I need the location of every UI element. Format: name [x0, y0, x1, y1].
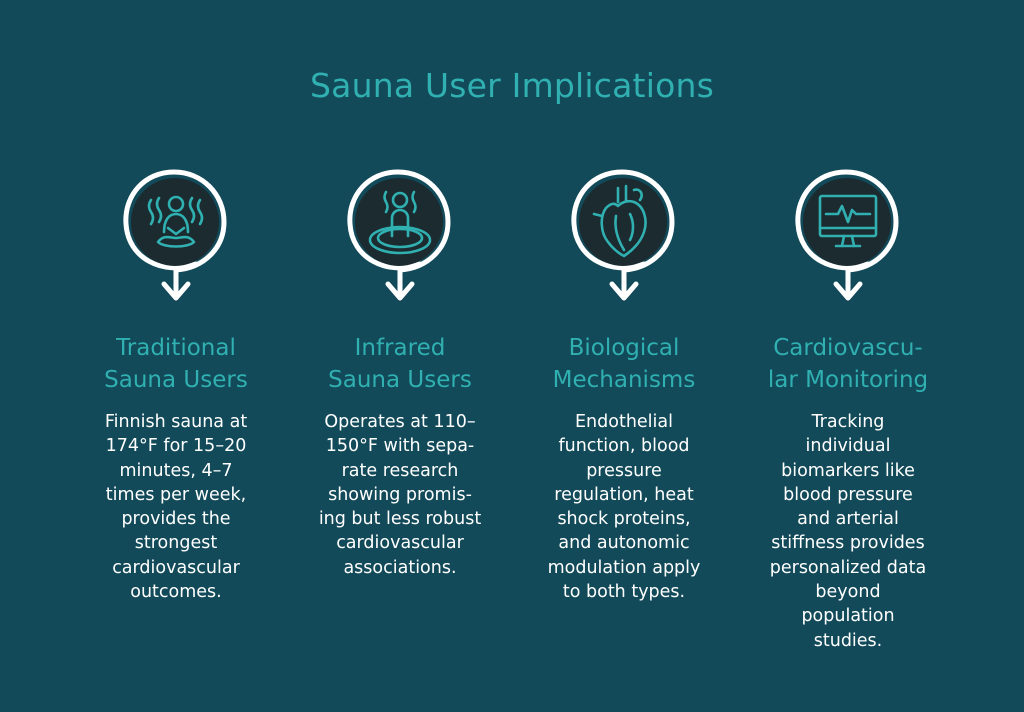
- person-meditating-heat-icon: [123, 169, 227, 301]
- heart-anatomy-icon: [571, 169, 675, 301]
- icon-badge: [511, 158, 737, 308]
- card-heading: Traditional Sauna Users: [104, 335, 248, 393]
- card-heading: Cardiovascu- lar Monitoring: [767, 335, 929, 393]
- card-biological-mechanisms: Biological Mechanisms Endothelial functi…: [511, 158, 737, 604]
- icon-badge: [287, 158, 513, 308]
- card-description: Tracking individual biomarkers like bloo…: [769, 412, 927, 651]
- heart-monitor-icon: [795, 169, 899, 301]
- card-infrared-sauna: Infrared Sauna Users Operates at 110– 15…: [287, 158, 513, 580]
- card-description: Endothelial function, blood pressure reg…: [547, 412, 701, 603]
- card-traditional-sauna: Traditional Sauna Users Finnish sauna at…: [63, 158, 289, 604]
- person-infrared-heat-icon: [347, 169, 451, 301]
- card-heading: Biological Mechanisms: [552, 335, 696, 393]
- card-cardiovascular-monitoring: Cardiovascu- lar Monitoring Tracking ind…: [735, 158, 961, 653]
- icon-badge: [735, 158, 961, 308]
- icon-badge: [63, 158, 289, 308]
- page-title: Sauna User Implications: [310, 66, 714, 105]
- card-description: Finnish sauna at 174°F for 15–20 minutes…: [104, 412, 248, 603]
- card-description: Operates at 110– 150°F with sepa- rate r…: [318, 412, 482, 578]
- card-heading: Infrared Sauna Users: [328, 335, 472, 393]
